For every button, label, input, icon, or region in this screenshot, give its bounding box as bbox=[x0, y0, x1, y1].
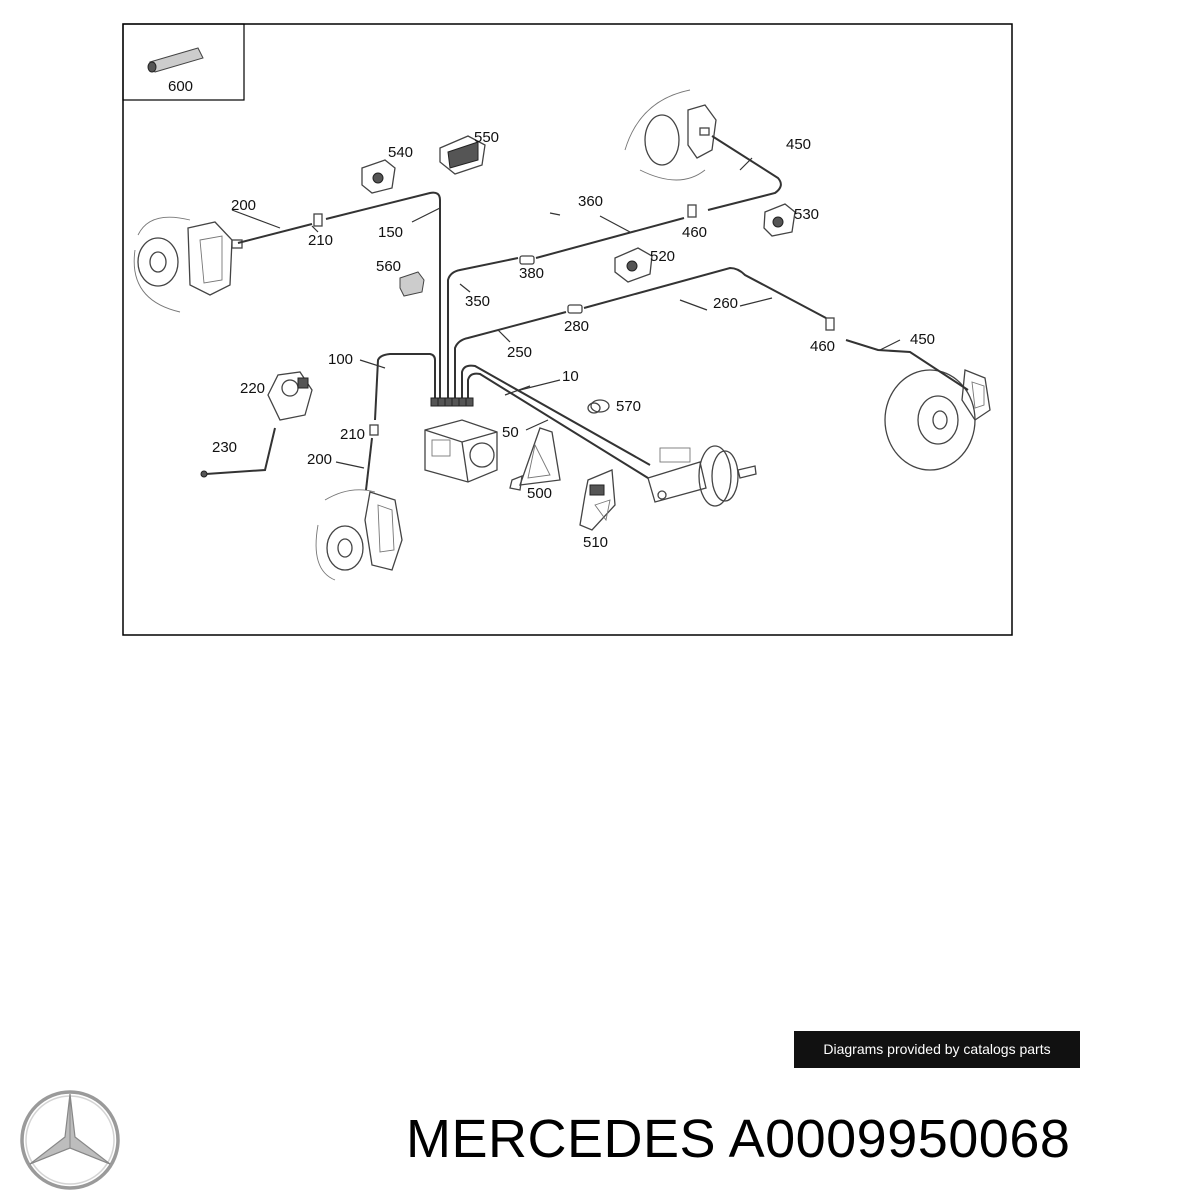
label-260: 260 bbox=[713, 295, 738, 312]
label-460-upper: 460 bbox=[682, 224, 707, 241]
label-220: 220 bbox=[240, 380, 265, 397]
label-500: 500 bbox=[527, 485, 552, 502]
pipe-fittings bbox=[430, 397, 474, 407]
label-550: 550 bbox=[474, 129, 499, 146]
label-200-upper: 200 bbox=[231, 197, 256, 214]
label-200-lower: 200 bbox=[307, 451, 332, 468]
label-520: 520 bbox=[650, 248, 675, 265]
label-530: 530 bbox=[794, 206, 819, 223]
diagram-credit-banner: Diagrams provided by catalogs parts bbox=[794, 1031, 1080, 1068]
label-450-lower: 450 bbox=[910, 331, 935, 348]
label-50: 50 bbox=[502, 424, 519, 441]
part-560-clip bbox=[399, 271, 425, 297]
part-510-bracket bbox=[579, 469, 616, 531]
front-left-brake-disc bbox=[133, 216, 243, 313]
part-number-title: MERCEDES A0009950068 bbox=[406, 1109, 1071, 1169]
part-600-tube bbox=[147, 47, 204, 73]
label-280: 280 bbox=[564, 318, 589, 335]
part-210-connector-upper bbox=[313, 213, 323, 227]
label-210-lower: 210 bbox=[340, 426, 365, 443]
part-380-connector bbox=[519, 255, 535, 265]
part-220-sensor bbox=[267, 371, 313, 421]
part-520-clip bbox=[614, 247, 653, 283]
part-460-connector-lower bbox=[825, 317, 835, 331]
label-230: 230 bbox=[212, 439, 237, 456]
label-450-upper: 450 bbox=[786, 136, 811, 153]
label-600: 600 bbox=[168, 78, 193, 95]
inset-frame bbox=[122, 23, 245, 101]
label-10: 10 bbox=[562, 368, 579, 385]
label-350: 350 bbox=[465, 293, 490, 310]
part-530-clip bbox=[763, 203, 796, 237]
label-460-lower: 460 bbox=[810, 338, 835, 355]
label-360: 360 bbox=[578, 193, 603, 210]
label-150: 150 bbox=[378, 224, 403, 241]
master-cylinder-booster bbox=[647, 445, 757, 507]
rear-right-lower-brake-disc bbox=[884, 369, 991, 471]
part-280-connector bbox=[567, 304, 583, 314]
label-540: 540 bbox=[388, 144, 413, 161]
abs-hydraulic-unit bbox=[424, 419, 498, 483]
part-460-connector-upper bbox=[687, 204, 697, 218]
brake-pipes bbox=[237, 135, 969, 491]
mercedes-star-icon bbox=[20, 1090, 120, 1190]
rear-right-brake-disc bbox=[624, 89, 717, 181]
label-560: 560 bbox=[376, 258, 401, 275]
label-250: 250 bbox=[507, 344, 532, 361]
part-210-connector-lower bbox=[369, 424, 379, 436]
part-550-clip bbox=[439, 135, 486, 175]
leader-lines bbox=[231, 157, 901, 469]
label-380: 380 bbox=[519, 265, 544, 282]
label-570: 570 bbox=[616, 398, 641, 415]
front-left-lower-brake-disc bbox=[315, 489, 403, 581]
part-570-clip bbox=[587, 399, 610, 414]
part-500-bracket bbox=[509, 427, 561, 491]
label-100: 100 bbox=[328, 351, 353, 368]
label-210-upper: 210 bbox=[308, 232, 333, 249]
part-230-cable bbox=[205, 427, 276, 475]
label-510: 510 bbox=[583, 534, 608, 551]
part-540-clip bbox=[361, 159, 396, 194]
part-labels: 600 550 540 450 200 210 150 360 460 530 … bbox=[168, 78, 935, 551]
diagram-frame bbox=[122, 23, 1013, 636]
